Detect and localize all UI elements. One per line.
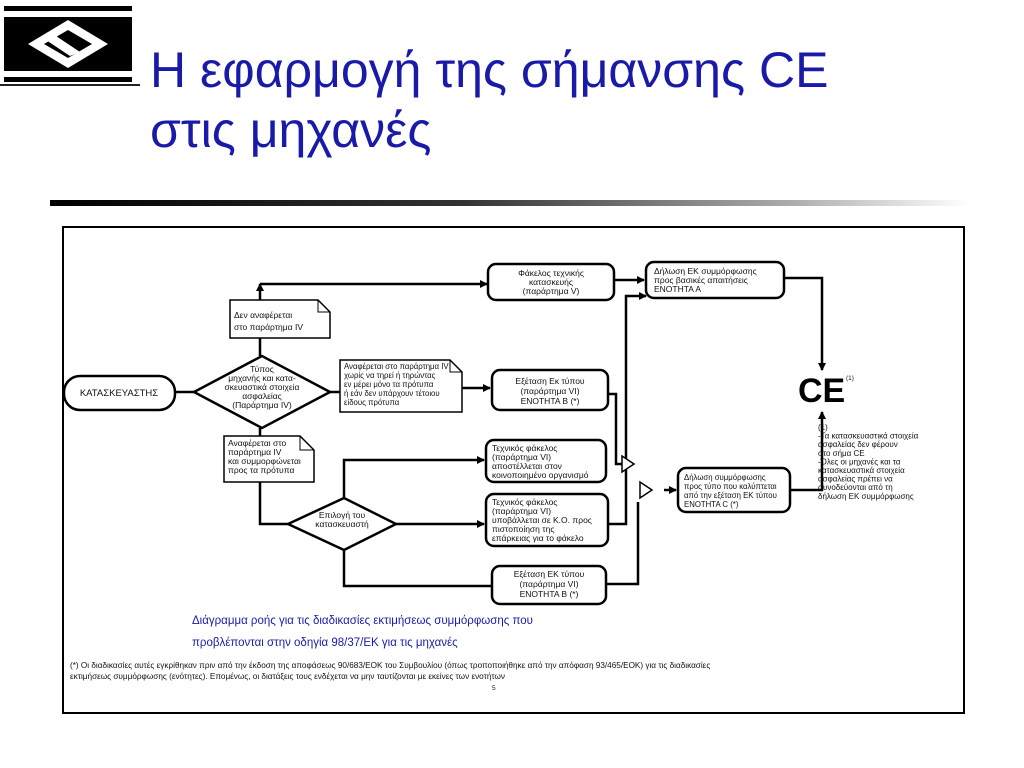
text-line: (παράρτημα VI) (492, 452, 551, 462)
text-line: στο σήμα CE (818, 449, 865, 458)
tech-file-submitted-box: Τεχνικός φάκελος(παράρτημα VI)υποβάλλετα… (484, 492, 610, 548)
junction-triangle (621, 454, 636, 474)
text-line: Εξέταση Εκ τύπου (515, 376, 585, 386)
text-line: (Παράρτημα IV) (232, 400, 292, 410)
text-line: (παράρτημα VI) (492, 506, 551, 516)
svg-text:Εξέταση Εκ τύπου(παράρτημα VI): Εξέταση Εκ τύπου(παράρτημα VI)ΕΝΟΤΗΤΑ Β … (515, 376, 585, 406)
title-line-1: Η εφαρμογή της σήμανσης CE (150, 42, 829, 98)
title-divider (50, 200, 970, 206)
exam-b1-box: Εξέταση Εκ τύπου(παράρτημα VI)ΕΝΟΤΗΤΑ Β … (490, 368, 610, 412)
text-line: (παράρτημα VI) (520, 386, 579, 396)
title-line-2: στις μηχανές (150, 102, 432, 158)
text-line: προς τα πρότυπα (228, 465, 294, 475)
text-line: κατασκευαστικά στοιχεία (818, 466, 905, 475)
footnote: (*) Οι διαδικασίες αυτές εγκρίθηκαν πριν… (70, 661, 710, 681)
text-line: Δεν αναφέρεται (234, 310, 292, 320)
text-line: ασφαλείας (242, 391, 282, 401)
text-line: συνοδεύονται από τη (818, 483, 893, 492)
text-line: (παράρτημα V) (523, 286, 580, 296)
manufacturer-box: ΚΑΤΑΣΚΕΥΑΣΤΗΣ (62, 374, 177, 412)
text-line: ή εάν δεν υπάρχουν τέτοιου (344, 389, 440, 398)
text-line: Δήλωση συμμόρφωσης (684, 473, 766, 482)
ce-footnote-ref: (1) (846, 375, 854, 382)
text-line: επάρκειας για το φάκελο (492, 533, 584, 543)
text-line: ΕΝΟΤΗΤΑ C (*) (684, 500, 739, 509)
text-line: προς βασικές απαιτήσεις (654, 275, 748, 285)
text-line: εν μέρει μόνο τα πρότυπα (344, 380, 434, 389)
text-line: εκτιμήσεως συμμόρφωσης (ενότητες). Επομέ… (70, 672, 505, 681)
text-line: είδους πρότυπα (344, 398, 400, 407)
text-line: υποβάλλεται σε Κ.Ο. προς (492, 515, 592, 525)
text-line: Φάκελος τεχνικής (518, 268, 584, 278)
text-line: Εξέταση ΕΚ τύπου (514, 569, 585, 579)
text-line: δήλωση ΕΚ συμμόρφωσης (818, 492, 914, 501)
text-line: παράρτημα IV (228, 447, 282, 457)
logo-underline (0, 84, 140, 86)
text-line: αποστέλλεται στον (492, 461, 562, 471)
text-line: και συμμορφώνεται (228, 456, 301, 466)
text-line: κοινοποιημένο οργανισμό (492, 470, 589, 480)
text-line: κατασκευής (529, 277, 573, 287)
text-line: -Όλες οι μηχανές και τα (818, 457, 901, 466)
manufacturer-label: ΚΑΤΑΣΚΕΥΑΣΤΗΣ (80, 388, 158, 399)
text-line: (1) (818, 423, 828, 432)
tech-file-sent-box: Τεχνικός φάκελος(παράρτημα VI)αποστέλλετ… (484, 438, 608, 484)
svg-text:Τεχνικός φάκελος(παράρτημα VI): Τεχνικός φάκελος(παράρτημα VI)αποστέλλετ… (492, 443, 589, 480)
page-title: Η εφαρμογή της σήμανσης CE στις μηχανές (150, 40, 828, 160)
text-line: προβλέπονται στην οδηγία 98/37/ΕΚ για τι… (192, 637, 458, 649)
text-line: χωρίς να τηρεί ή τηρώντας (344, 371, 436, 380)
text-line: Τύπος (250, 364, 274, 374)
text-line: προς τύπο που καλύπτεται (684, 482, 777, 491)
text-line: από την εξέταση ΕΚ τύπου (684, 491, 777, 500)
text-line: Διάγραμμα ροής για τις διαδικασίες εκτιμ… (192, 615, 533, 627)
ce-mark-icon: CE (798, 372, 845, 410)
text-line: μηχανής και κατα- (228, 373, 296, 383)
text-line: ασφαλείας πρέπει να (818, 475, 893, 484)
text-line: ΕΝΟΤΗΤΑ Β (*) (521, 396, 580, 406)
text-line: ΕΝΟΤΗΤΑ Α (654, 284, 701, 294)
text-line: (παράρτημα VI) (519, 579, 578, 589)
text-line: Τεχνικός φάκελος (492, 443, 557, 453)
text-line: Αναφέρεται στο (228, 438, 286, 448)
company-logo-icon (4, 6, 132, 82)
note-not-in-annex: Δεν αναφέρεται στο παράρτημα IV (229, 299, 331, 339)
text-line: Επιλογή του (319, 510, 366, 520)
svg-text:Εξέταση ΕΚ τύπου(παράρτημα VI): Εξέταση ΕΚ τύπου(παράρτημα VI)ΕΝΟΤΗΤΑ Β … (514, 569, 585, 599)
text-line: πιστοποίηση της (492, 524, 554, 534)
svg-text:Τεχνικός φάκελος(παράρτημα VI): Τεχνικός φάκελος(παράρτημα VI)υποβάλλετα… (492, 497, 592, 543)
text-line: κατασκευαστή (315, 519, 369, 529)
diagram-caption: Διάγραμμα ροής για τις διαδικασίες εκτιμ… (192, 615, 533, 649)
text-line: σκευαστικά στοιχεία (225, 382, 300, 392)
text-line: ασφαλείας δεν φέρουν (818, 440, 898, 449)
text-line: Δήλωση ΕΚ συμμόρφωσης (654, 266, 757, 276)
text-line: Τεχνικός φάκελος (492, 497, 557, 507)
text-line: στο παράρτημα IV (234, 322, 303, 332)
exam-b2-box: Εξέταση ΕΚ τύπου(παράρτημα VI)ΕΝΟΤΗΤΑ Β … (490, 564, 608, 606)
junction-triangle (639, 480, 654, 500)
text-line: -Τα κατασκευαστικά στοιχεία (818, 432, 919, 441)
text-line: Αναφέρεται στο παράρτημα IV (344, 362, 449, 371)
page-number: 5 (492, 685, 496, 692)
text-line: (*) Οι διαδικασίες αυτές εγκρίθηκαν πριν… (70, 661, 710, 670)
connectors (175, 276, 826, 588)
text-line: ΕΝΟΤΗΤΑ Β (*) (520, 589, 579, 599)
